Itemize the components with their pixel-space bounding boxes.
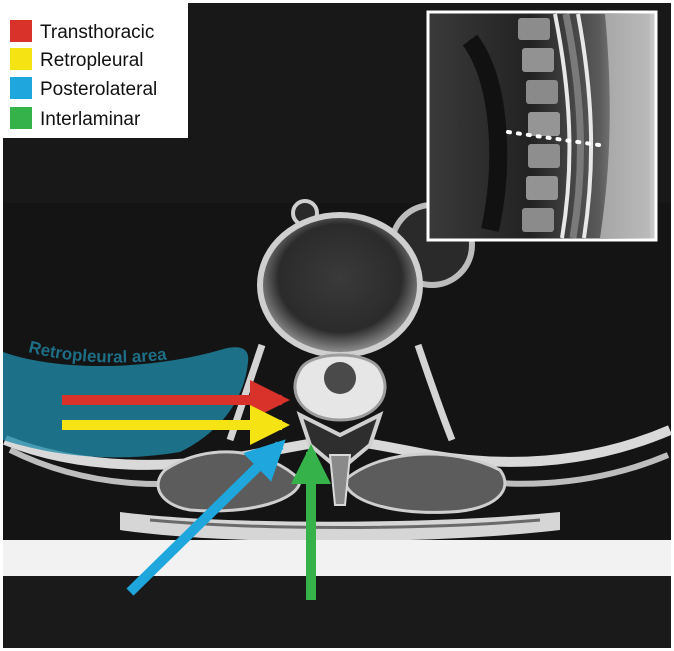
inset-aorta <box>462 34 508 232</box>
legend-label-interlaminar: Interlaminar <box>40 109 141 130</box>
inset-vertebra <box>522 208 554 232</box>
legend-label-posterolateral: Posterolateral <box>40 79 157 100</box>
inset-vertebrae <box>518 18 560 232</box>
costovertebral-right <box>414 343 456 442</box>
legend-swatch-posterolateral <box>10 77 32 99</box>
posterior-skin-band <box>3 540 671 576</box>
legend-swatch-transthoracic <box>10 20 32 42</box>
costovertebral-left <box>226 343 266 442</box>
inset-vertebra <box>526 176 558 200</box>
inset-csf-posterior <box>576 13 594 239</box>
approach-arrows <box>62 380 331 600</box>
spinous-process <box>328 454 352 506</box>
legend-item-retropleural: Retropleural <box>10 48 144 71</box>
inset-vertebra <box>518 18 550 40</box>
inset-cord <box>562 13 584 239</box>
legend-swatch-interlaminar <box>10 107 32 129</box>
sagittal-mri-inset <box>426 10 658 242</box>
inset-level-marker <box>506 130 608 148</box>
arrow-posterolateral <box>126 439 286 596</box>
vertebral-body <box>257 212 423 358</box>
inset-posterior-tissue <box>600 14 650 238</box>
legend-item-interlaminar: Interlaminar <box>10 107 141 130</box>
legend-swatch-retropleural <box>10 48 32 70</box>
inset-vertebra <box>522 48 554 72</box>
inset-csf-anterior <box>553 13 572 239</box>
legend-label-retropleural: Retropleural <box>40 50 144 71</box>
legend-background <box>3 3 188 138</box>
legend: Transthoracic Retropleural Posterolatera… <box>3 3 188 138</box>
inset-vertebra <box>528 144 560 168</box>
legend-item-transthoracic: Transthoracic <box>10 20 154 43</box>
paraspinal-muscle-right <box>343 452 507 514</box>
scanner-table <box>3 576 671 648</box>
legend-label-transthoracic: Transthoracic <box>40 22 154 43</box>
legend-item-posterolateral: Posterolateral <box>10 77 157 100</box>
inset-vertebra <box>528 112 560 136</box>
spinal-cord <box>324 362 356 394</box>
inset-vertebra <box>526 80 558 104</box>
